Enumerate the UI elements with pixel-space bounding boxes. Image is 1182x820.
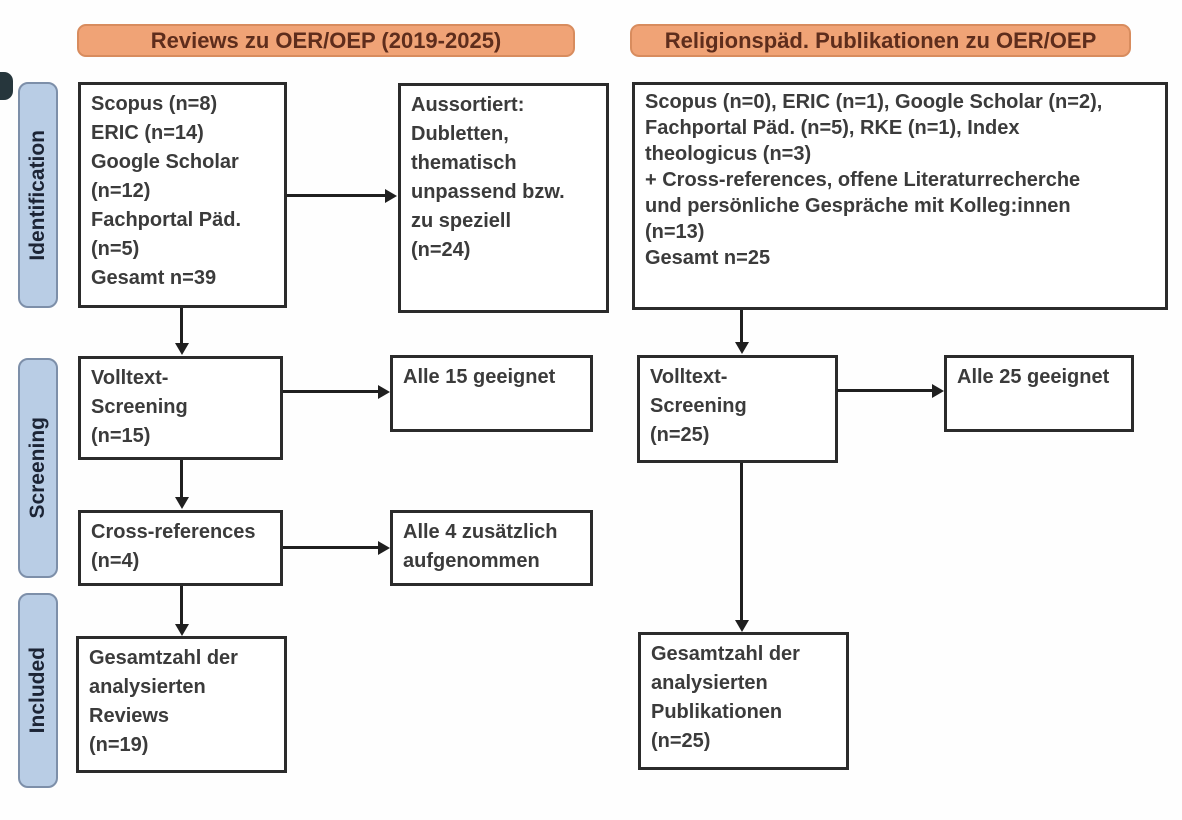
box-left-total-included: Gesamtzahl der analysierten Reviews (n=1… bbox=[76, 636, 287, 773]
edge-artifact-mark bbox=[0, 72, 13, 100]
arrow-right-fulltext-to-total bbox=[740, 463, 743, 621]
box-right-fulltext-screening: Volltext- Screening (n=25) bbox=[637, 355, 838, 463]
box-left-fulltext-result: Alle 15 geeignet bbox=[390, 355, 593, 432]
stage-label-identification: Identification bbox=[18, 82, 58, 308]
box-right-sources: Scopus (n=0), ERIC (n=1), Google Scholar… bbox=[632, 82, 1168, 310]
stage-label-screening-text: Screening bbox=[26, 417, 49, 519]
arrow-left-sources-to-excluded bbox=[287, 194, 386, 197]
box-left-crossreferences: Cross-references (n=4) bbox=[78, 510, 283, 586]
stage-label-included-text: Included bbox=[26, 647, 49, 734]
arrow-left-fulltext-to-result bbox=[283, 390, 379, 393]
box-right-fulltext-result: Alle 25 geeignet bbox=[944, 355, 1134, 432]
arrow-right-sources-to-fulltext bbox=[740, 310, 743, 343]
arrow-left-crossref-to-total bbox=[180, 586, 183, 625]
box-left-excluded: Aussortiert: Dubletten, thematisch unpas… bbox=[398, 83, 609, 313]
column-header-religionspaed: Religionspäd. Publikationen zu OER/OEP bbox=[630, 24, 1131, 57]
arrow-left-crossref-to-result bbox=[283, 546, 379, 549]
arrow-left-sources-to-fulltext bbox=[180, 308, 183, 344]
stage-label-screening: Screening bbox=[18, 358, 58, 578]
column-header-reviews: Reviews zu OER/OEP (2019-2025) bbox=[77, 24, 575, 57]
stage-label-included: Included bbox=[18, 593, 58, 788]
box-right-total-included: Gesamtzahl der analysierten Publikatione… bbox=[638, 632, 849, 770]
box-left-crossreferences-result: Alle 4 zusätzlich aufgenommen bbox=[390, 510, 593, 586]
arrow-left-fulltext-to-crossref bbox=[180, 460, 183, 498]
stage-label-identification-text: Identification bbox=[26, 129, 49, 261]
arrow-right-fulltext-to-result bbox=[837, 389, 933, 392]
box-left-fulltext-screening: Volltext- Screening (n=15) bbox=[78, 356, 283, 460]
box-left-sources: Scopus (n=8) ERIC (n=14) Google Scholar … bbox=[78, 82, 287, 308]
